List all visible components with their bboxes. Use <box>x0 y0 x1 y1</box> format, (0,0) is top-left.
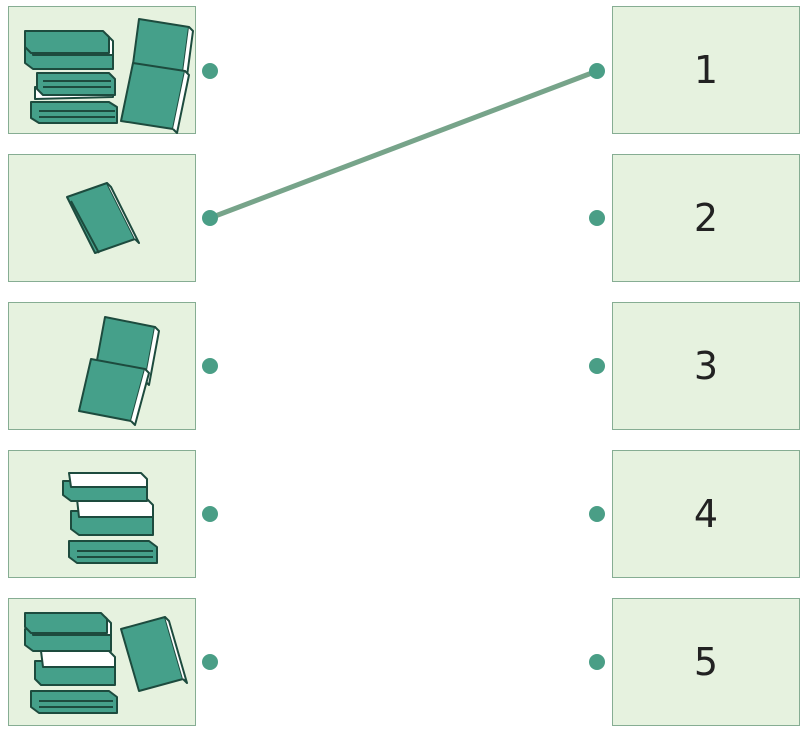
number-label: 1 <box>693 48 719 92</box>
left-card-books-5[interactable] <box>8 6 196 134</box>
four-books-icon <box>24 612 188 714</box>
left-card-books-1[interactable] <box>8 154 196 282</box>
left-card-books-3[interactable] <box>8 450 196 578</box>
left-dot-5[interactable] <box>202 654 218 670</box>
number-label: 3 <box>693 344 719 388</box>
right-dot-4[interactable] <box>589 506 605 522</box>
right-card-2[interactable]: 2 <box>612 154 800 282</box>
right-dot-3[interactable] <box>589 358 605 374</box>
single-book-icon <box>66 182 140 254</box>
right-card-1[interactable]: 1 <box>612 6 800 134</box>
five-books-icon <box>24 18 194 134</box>
left-card-books-2[interactable] <box>8 302 196 430</box>
number-label: 4 <box>693 492 719 536</box>
right-dot-5[interactable] <box>589 654 605 670</box>
number-label: 5 <box>693 640 719 684</box>
right-card-5[interactable]: 5 <box>612 598 800 726</box>
left-dot-3[interactable] <box>202 358 218 374</box>
right-card-4[interactable]: 4 <box>612 450 800 578</box>
connection-line <box>207 68 600 221</box>
right-dot-1[interactable] <box>589 63 605 79</box>
two-books-icon <box>78 316 160 426</box>
left-dot-1[interactable] <box>202 63 218 79</box>
number-label: 2 <box>693 196 719 240</box>
three-books-icon <box>62 472 158 564</box>
left-dot-2[interactable] <box>202 210 218 226</box>
right-card-3[interactable]: 3 <box>612 302 800 430</box>
left-card-books-4[interactable] <box>8 598 196 726</box>
right-dot-2[interactable] <box>589 210 605 226</box>
left-dot-4[interactable] <box>202 506 218 522</box>
